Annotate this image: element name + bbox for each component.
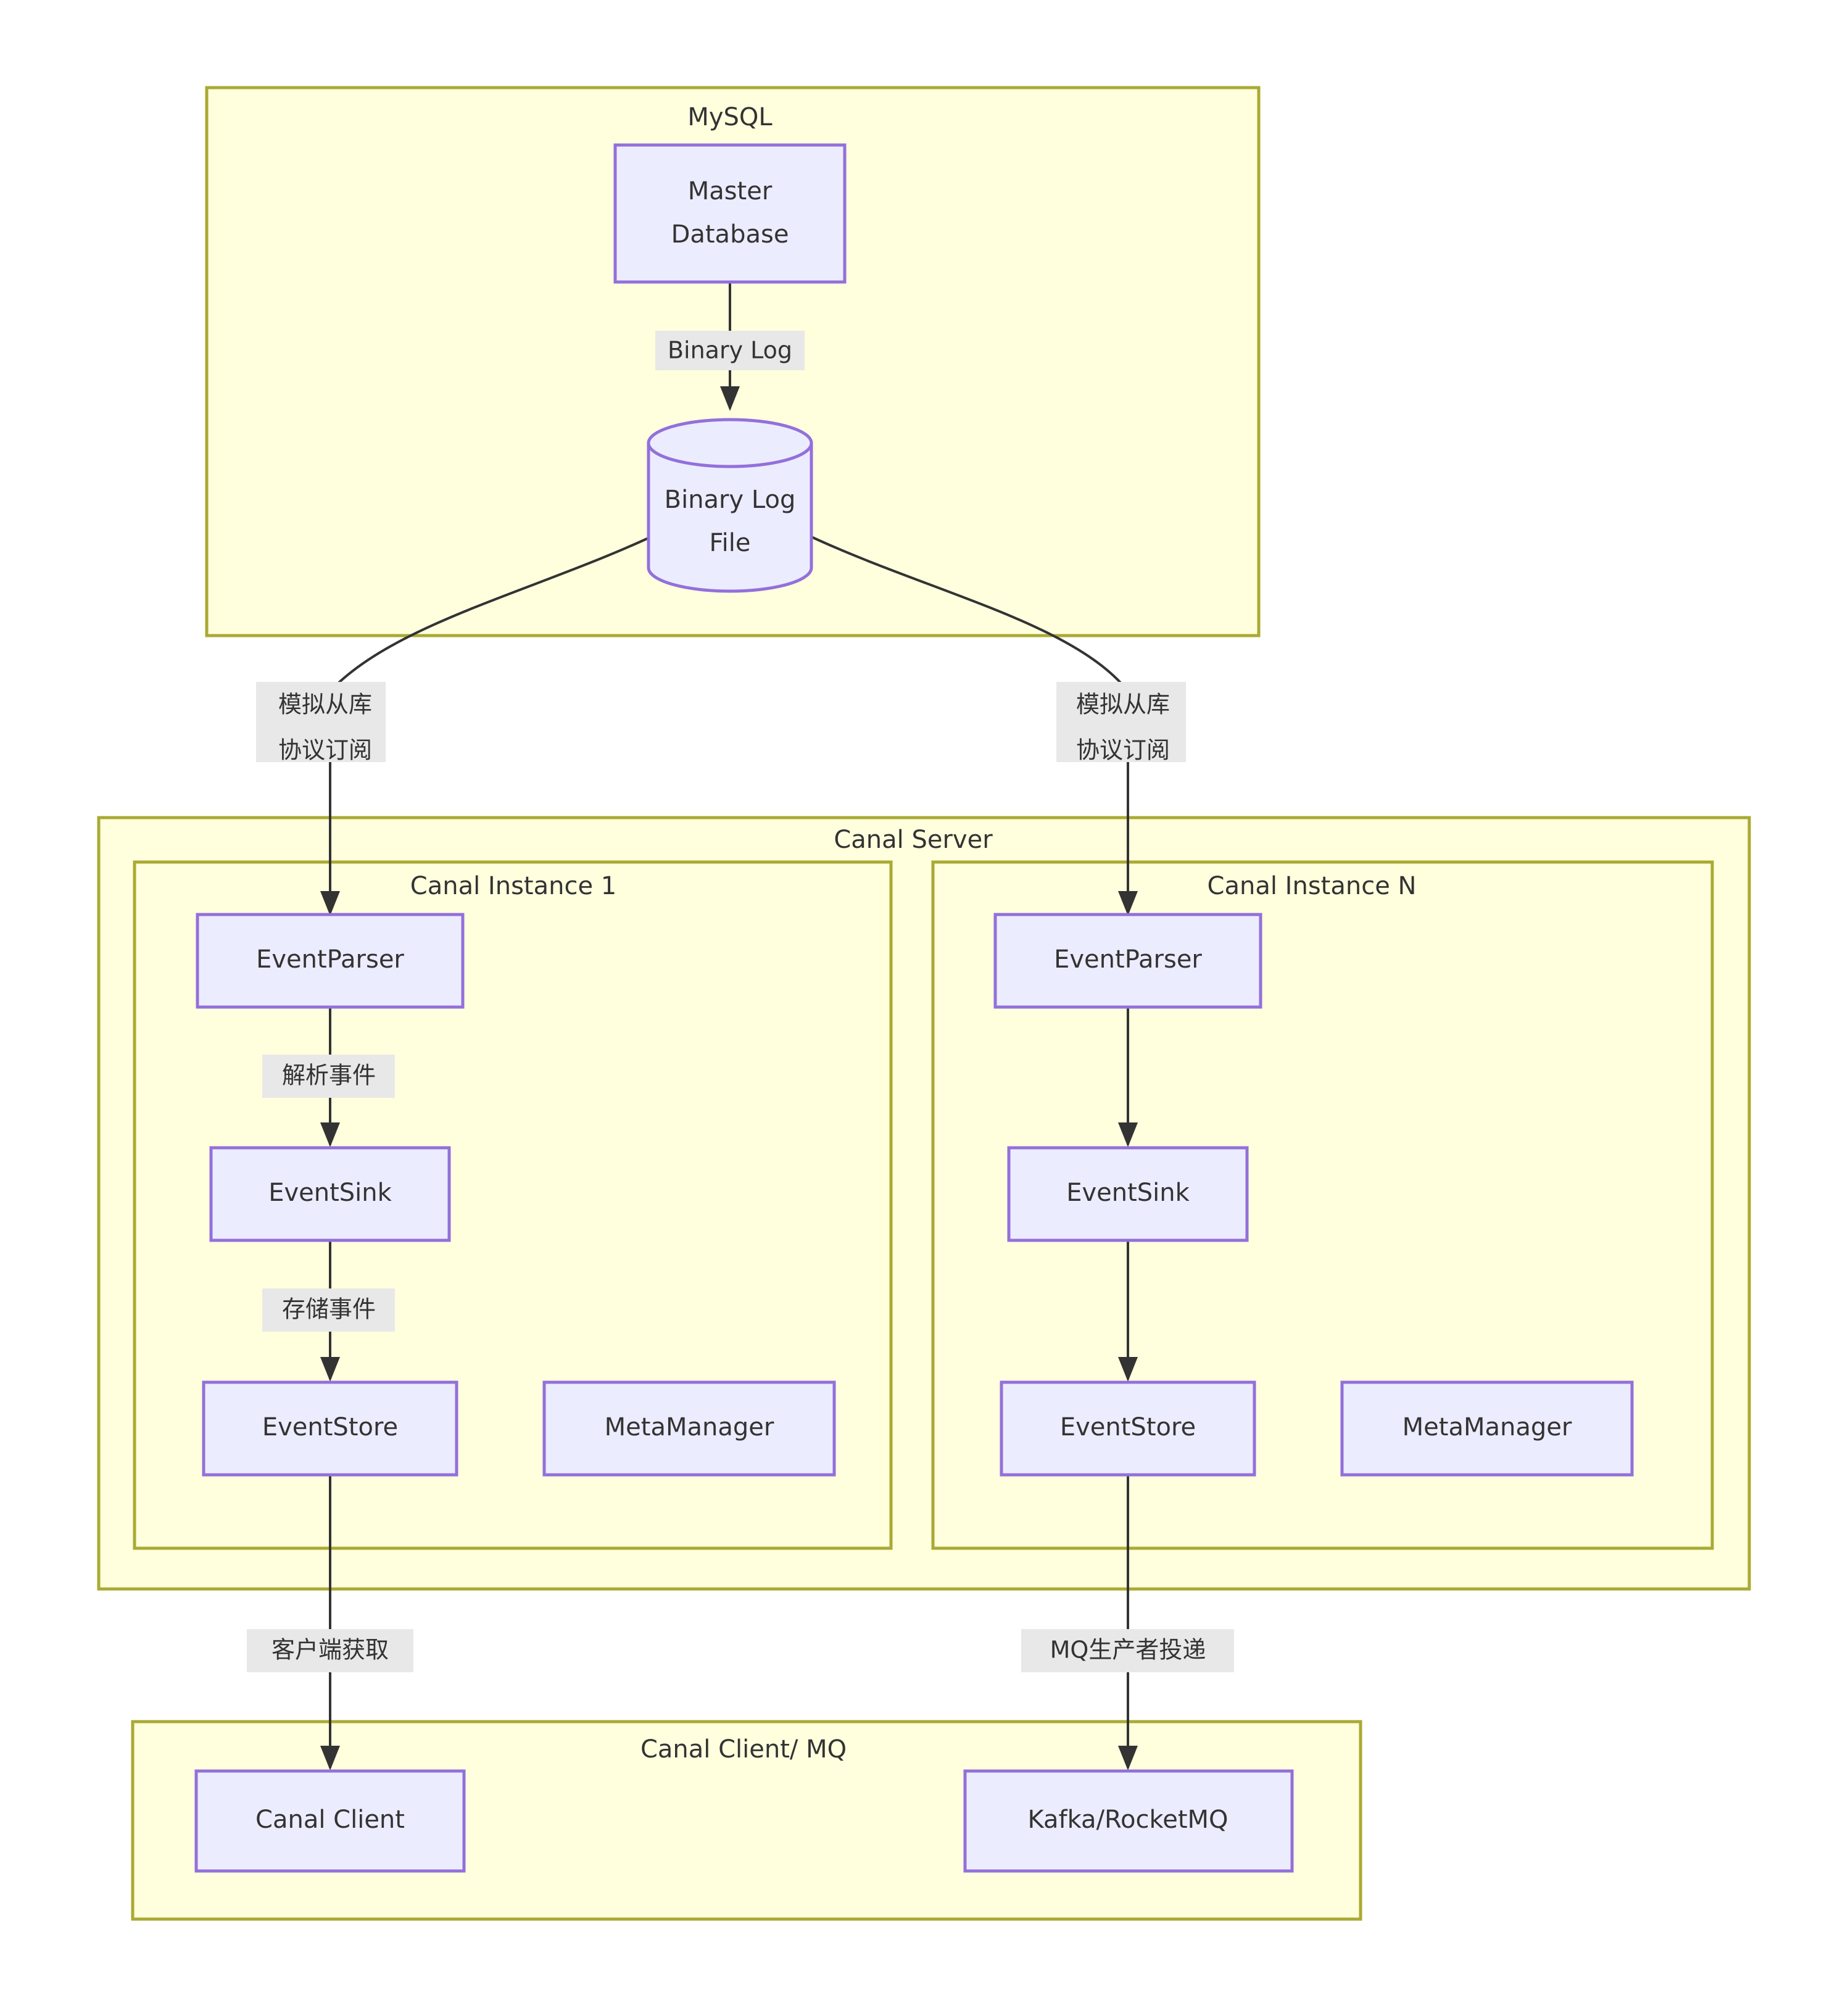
node-i1-eventstore[interactable]: EventStore [202,1380,458,1477]
node-i1-eventparser-label: EventParser [256,945,404,974]
node-kafka-rocketmq-rect[interactable] [963,1769,1294,1873]
edge-label-binary-log-text: Binary Log [668,337,792,364]
cluster-mysql-title: MySQL [687,103,773,131]
node-binary-log-file-body[interactable] [647,441,813,593]
edge-label-store-event-bg [262,1288,395,1332]
node-i1-metamanager-rect[interactable] [542,1380,836,1477]
node-binary-log-file[interactable]: Binary Log File [647,418,813,593]
edge-label-store-event: 存储事件 [262,1288,395,1332]
node-i1-eventsink-label: EventSink [268,1179,392,1207]
edge-label-client-fetch-text: 客户端获取 [271,1636,389,1664]
edge-label-binary-log-bg [655,331,805,370]
edge-label-parse-event-bg [262,1055,395,1098]
node-i1-eventsink-rect[interactable] [209,1146,451,1242]
node-in-eventstore-rect[interactable] [1000,1380,1256,1477]
node-i1-metamanager-label: MetaManager [605,1413,774,1441]
node-kafka-rocketmq-label: Kafka/RocketMQ [1027,1806,1228,1834]
node-in-eventparser-rect[interactable] [993,913,1262,1009]
node-in-eventsink-rect[interactable] [1007,1146,1249,1242]
edge-label-sub-left-bg [256,682,386,762]
cluster-canal-client-mq-title: Canal Client/ MQ [640,1735,847,1764]
node-binary-log-file-label-line1: Binary Log [665,486,796,514]
node-in-eventstore-label: EventStore [1060,1413,1196,1441]
node-in-eventsink[interactable]: EventSink [1007,1146,1249,1242]
edge-label-client-fetch-bg [247,1629,413,1672]
cluster-canal-server-title: Canal Server [834,826,993,854]
node-canal-client-label: Canal Client [255,1806,405,1834]
node-in-eventparser[interactable]: EventParser [993,913,1262,1009]
node-canal-client[interactable]: Canal Client [194,1769,466,1873]
node-master-database-rect[interactable] [613,143,847,284]
edge-label-store-event-text: 存储事件 [282,1296,376,1323]
node-master-database[interactable]: Master Database [613,143,847,284]
node-canal-client-rect[interactable] [194,1769,466,1873]
node-master-database-label-line1: Master [688,177,773,205]
edge-label-binary-log: Binary Log [655,331,805,370]
edge-label-sub-left-line2: 协议订阅 [278,737,372,764]
edge-binlogfile-to-instance1 [320,536,652,916]
node-master-database-label-line2: Database [671,220,789,249]
edge-label-mq-produce-bg [1021,1629,1234,1672]
node-i1-eventparser-rect[interactable] [196,913,465,1009]
node-i1-eventparser[interactable]: EventParser [196,913,465,1009]
edge-label-sub-right-line1: 模拟从库 [1076,691,1170,718]
node-in-metamanager-rect[interactable] [1340,1380,1634,1477]
node-i1-metamanager[interactable]: MetaManager [542,1380,836,1477]
edge-label-mq-produce-text: MQ生产者投递 [1050,1636,1206,1664]
edge-label-sub-right-line2: 协议订阅 [1076,737,1170,764]
node-binary-log-file-label-line2: File [710,529,751,557]
node-in-metamanager-label: MetaManager [1403,1413,1572,1441]
node-i1-eventstore-rect[interactable] [202,1380,458,1477]
edge-label-sub-left-line1: 模拟从库 [278,691,372,718]
edge-label-sub-right: 模拟从库 协议订阅 [1056,682,1186,764]
edge-label-client-fetch: 客户端获取 [247,1629,413,1672]
node-in-metamanager[interactable]: MetaManager [1340,1380,1634,1477]
edge-label-parse-event-text: 解析事件 [282,1062,376,1089]
node-in-eventstore[interactable]: EventStore [1000,1380,1256,1477]
node-i1-eventsink[interactable]: EventSink [209,1146,451,1242]
node-i1-eventstore-label: EventStore [262,1413,398,1441]
edge-label-sub-right-bg [1056,682,1186,762]
edge-label-parse-event: 解析事件 [262,1055,395,1098]
edge-label-mq-produce: MQ生产者投递 [1021,1629,1234,1672]
edge-label-sub-left: 模拟从库 协议订阅 [256,682,386,764]
cluster-canal-instance-n-title: Canal Instance N [1208,872,1417,900]
node-in-eventparser-label: EventParser [1054,945,1202,974]
node-kafka-rocketmq[interactable]: Kafka/RocketMQ [963,1769,1294,1873]
cluster-canal-instance-1-title: Canal Instance 1 [410,872,616,900]
node-in-eventsink-label: EventSink [1066,1179,1190,1207]
node-binary-log-file-top [647,418,813,468]
edge-binlogfile-to-instancen [811,536,1138,916]
